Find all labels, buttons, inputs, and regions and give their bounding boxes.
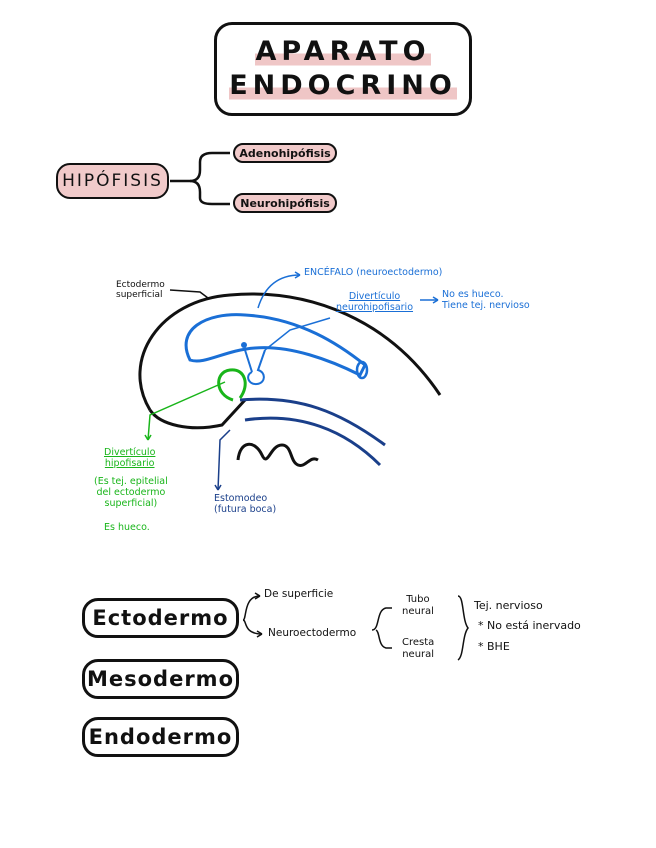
no-inervado-note: * No está inervado [478, 620, 581, 633]
neurohipofisis-label: Neurohipófisis [233, 193, 337, 213]
de-superficie-label: De superficie [264, 588, 333, 600]
hipo-desc-note: (Es tej. epitelial del ectodermo superfi… [94, 477, 168, 510]
endodermo-box: Endodermo [82, 717, 239, 757]
tubo-neural-label: Tubo neural [402, 594, 434, 617]
title-line-2: ENDOCRINO [229, 69, 457, 103]
es-hueco-note: Es hueco. [104, 523, 150, 534]
diverticulo-neuro-label: Divertículo neurohipofisario [336, 292, 413, 314]
rathke-pouch [219, 370, 245, 400]
endoderm-line [240, 399, 385, 445]
diverticulo-hipo-label: Divertículo hipofisario [104, 448, 155, 470]
tej-nervioso-note: Tej. nervioso [474, 600, 543, 613]
bhe-note: * BHE [478, 641, 510, 654]
ectodermo-superficial-label: Ectodermo superficial [116, 280, 165, 301]
brain-vesicle [186, 315, 365, 375]
hipofisis-label: HIPÓFISIS [56, 163, 169, 199]
no-hueco-note: No es hueco. Tiene tej. nervioso [442, 290, 530, 312]
mesodermo-box: Mesodermo [82, 659, 239, 699]
neuroectodermo-label: Neuroectodermo [268, 627, 356, 639]
title-box: APARATO ENDOCRINO [214, 22, 472, 116]
title-line-1: APARATO [255, 35, 430, 69]
mouth-squiggle [238, 444, 318, 465]
adenohipofisis-label: Adenohipófisis [233, 143, 337, 163]
encefalo-label: ENCÉFALO (neuroectodermo) [304, 268, 442, 279]
ectodermo-box: Ectodermo [82, 598, 239, 638]
cresta-neural-label: Cresta neural [402, 637, 434, 660]
estomodeo-label: Estomodeo (futura boca) [214, 494, 276, 516]
